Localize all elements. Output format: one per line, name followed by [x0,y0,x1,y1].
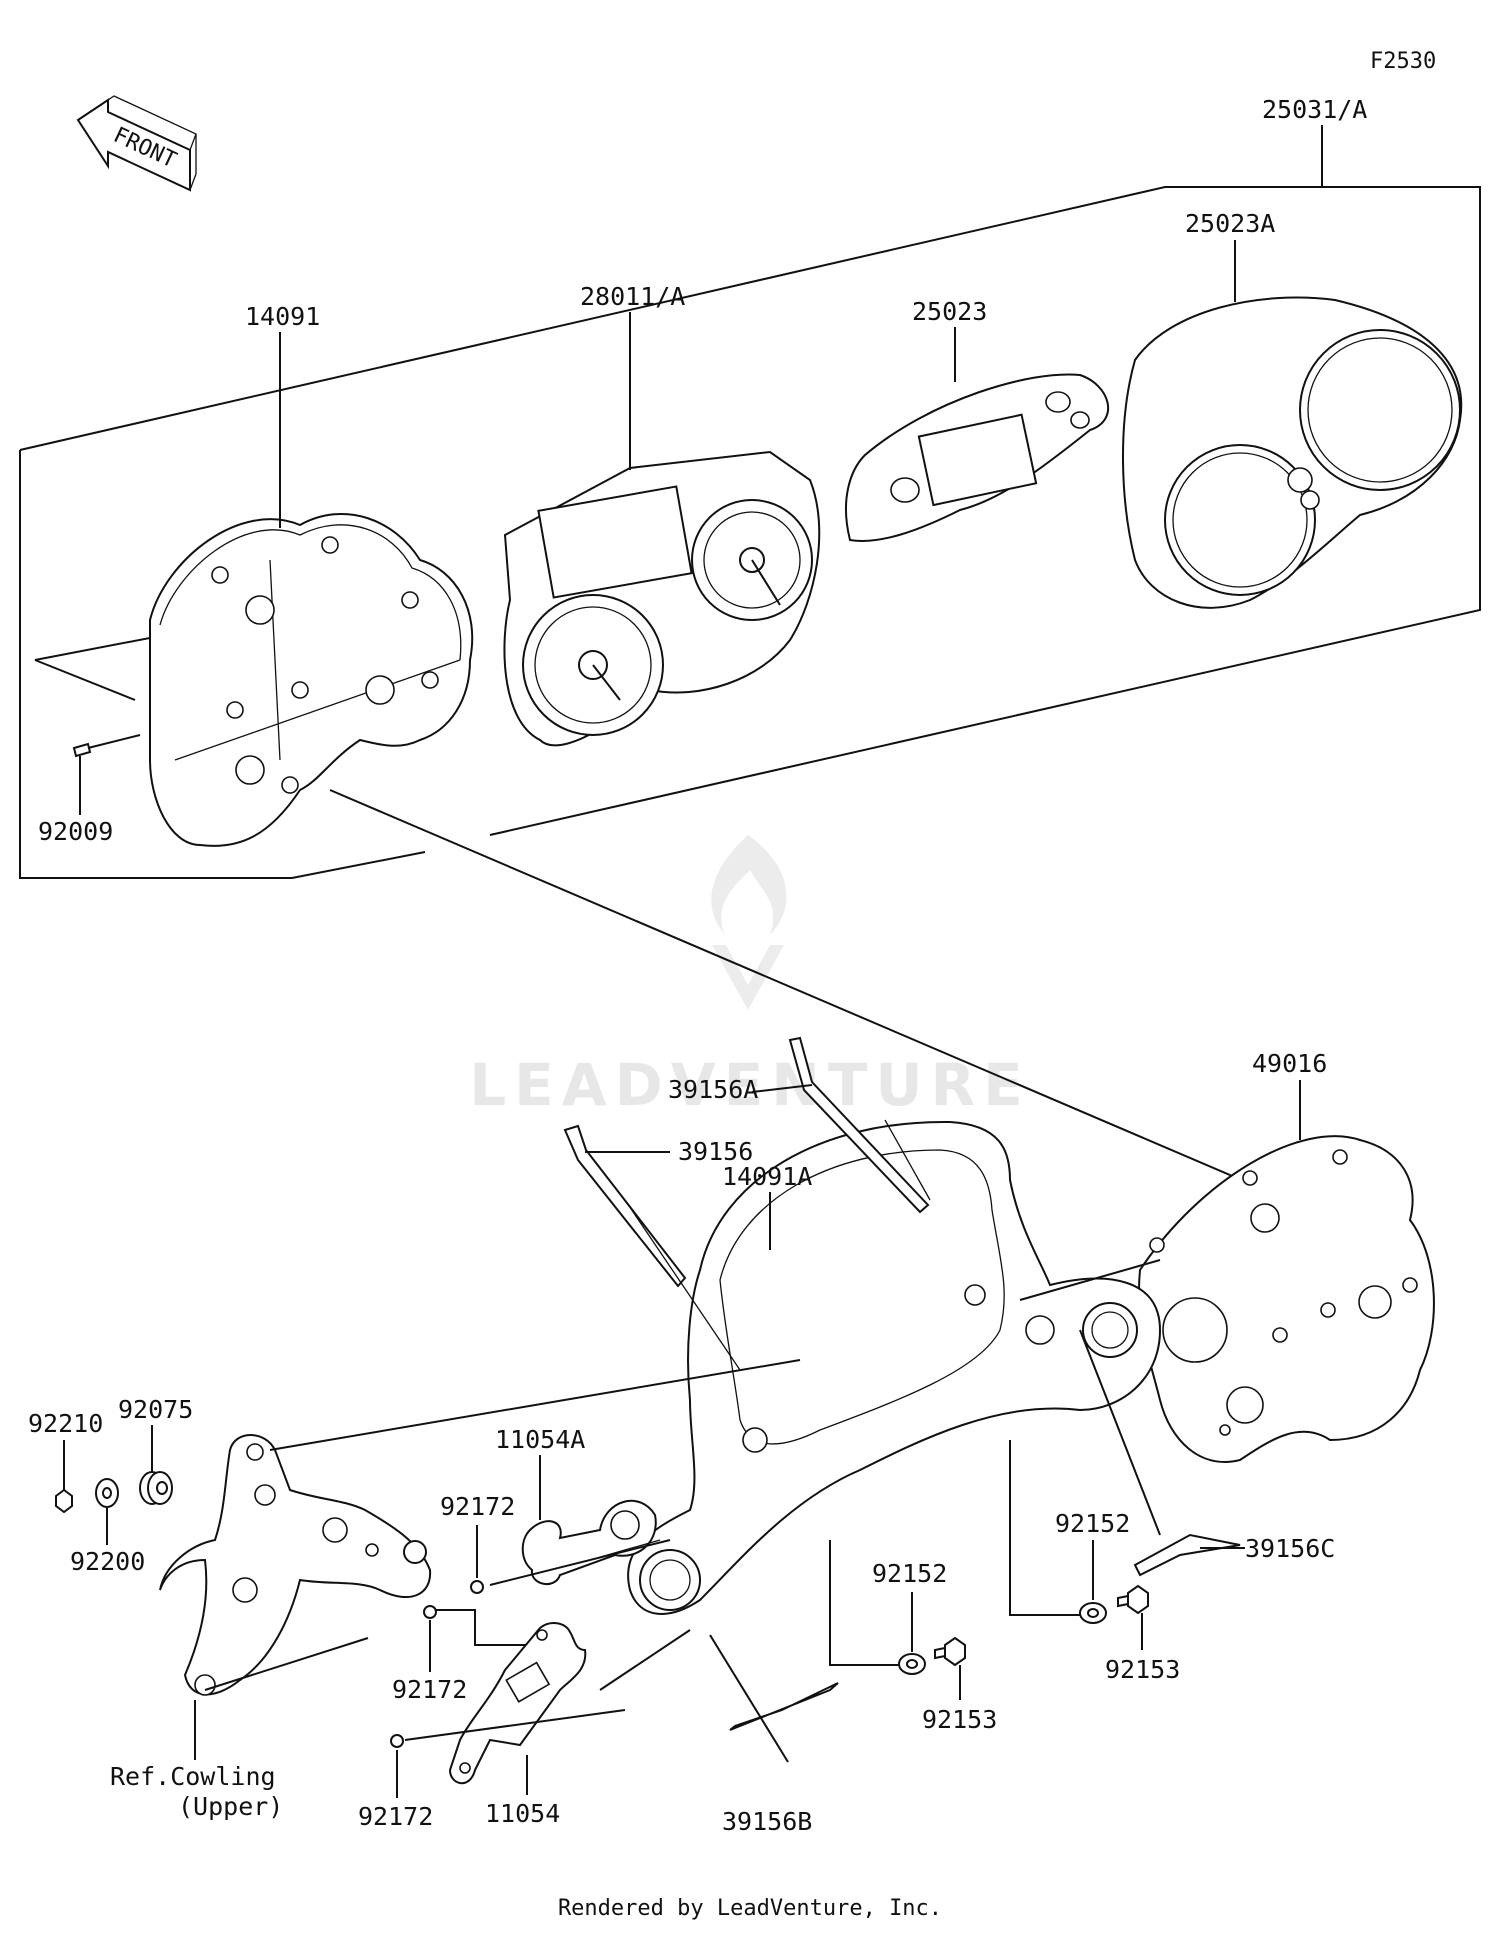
label-39156: 39156 [678,1137,753,1166]
label-25031A: 25031/A [1262,95,1367,124]
leader-cover-to-bracket [599,1629,691,1691]
grommet-92075 [139,1471,173,1505]
footer-credit: Rendered by LeadVenture, Inc. [558,1896,942,1921]
screw-92009 [72,734,141,758]
leader-39156B [709,1634,789,1763]
watermark-text: LEADVENTURE [469,1051,1031,1119]
tape-39156A [788,1036,931,1214]
bolt-92153-1 [934,1636,966,1667]
leader-case-to-plate [329,789,1301,1206]
tape-39156C [1133,1533,1241,1577]
label-39156A: 39156A [668,1075,758,1104]
plate-49016 [1138,1135,1435,1463]
label-92075: 92075 [118,1395,193,1424]
label-11054: 11054 [485,1799,560,1828]
leader-39156A [751,1084,813,1093]
label-92210: 92210 [28,1409,103,1438]
main-bracket [159,1434,432,1696]
collar-92152-1 [898,1653,926,1675]
case-14091 [149,512,474,847]
leader-11054A-screw [489,1539,671,1586]
label-92153-2: 92153 [1105,1655,1180,1684]
label-11054A: 11054A [495,1425,585,1454]
figure-code: F2530 [1370,49,1436,74]
nut-92210 [55,1488,73,1514]
screw-92172-3 [390,1734,404,1748]
label-28011A: 28011/A [580,282,685,311]
label-92200: 92200 [70,1547,145,1576]
label-92153-1: 92153 [922,1705,997,1734]
label-14091: 14091 [245,302,320,331]
leader-cover-to-tape-c [1079,1329,1161,1536]
label-92172-2: 92172 [392,1675,467,1704]
leader-39156C [1200,1547,1240,1549]
tape-39156 [563,1124,741,1371]
leadventure-watermark: LEADVENTURE [469,835,1031,1119]
washer-92200 [95,1478,119,1508]
panel-25023 [844,373,1110,542]
label-25023: 25023 [912,297,987,326]
leader-bracket-bottom [204,1637,369,1691]
label-49016: 49016 [1252,1049,1327,1078]
label-92172-1: 92172 [440,1492,515,1521]
label-25023A: 25023A [1185,209,1275,238]
bracket-11054 [448,1622,587,1785]
screw-92172-1 [470,1580,484,1594]
leader-92172-2-line [436,1609,545,1646]
leader-11054-screw [404,1709,626,1741]
label-39156C: 39156C [1245,1534,1335,1563]
meter-unit-28011A [503,450,821,747]
label-39156B: 39156B [722,1807,812,1836]
bolt-92153-2 [1117,1584,1149,1615]
label-92172-3: 92172 [358,1802,433,1831]
front-arrow-icon: FRONT [76,95,197,192]
leader-bracket-top [269,1359,801,1451]
label-14091A: 14091A [722,1162,812,1191]
label-92009: 92009 [38,817,113,846]
label-92152-2: 92152 [1055,1509,1130,1538]
leader-collar-2-line [1009,1440,1080,1616]
screw-92172-2 [423,1605,437,1619]
bracket-11054A [521,1499,661,1585]
lens-cover-25023A [1122,296,1463,609]
ref-cowling-line1: Ref.Cowling [110,1762,276,1791]
tape-39156B [729,1682,839,1731]
leader-cover-to-plate [1019,1259,1161,1301]
cover-14091A [627,1120,1162,1615]
collar-92152-2 [1079,1602,1107,1624]
ref-cowling-line2: (Upper) [178,1792,283,1821]
leader-collar-1-line [829,1540,900,1666]
label-92152-1: 92152 [872,1559,947,1588]
